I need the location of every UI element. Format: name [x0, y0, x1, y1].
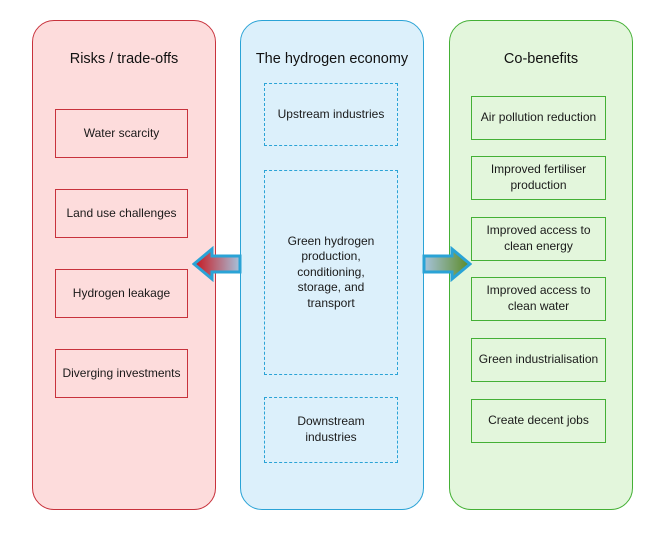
risk-water-scarcity: Water scarcity	[55, 109, 188, 158]
benefits-title: Co-benefits	[503, 51, 579, 67]
benefit-air-pollution: Air pollution reduction	[471, 96, 606, 140]
green-hydrogen-box: Green hydrogen production, conditioning,…	[264, 170, 398, 375]
upstream-industries-box: Upstream industries	[264, 83, 398, 146]
risks-title: Risks / trade-offs	[69, 51, 179, 67]
benefit-clean-energy: Improved access to clean energy	[471, 217, 606, 261]
arrow-to-benefits-icon	[422, 246, 472, 282]
benefit-fertiliser: Improved fertiliser production	[471, 156, 606, 200]
risk-diverging-investments: Diverging investments	[55, 349, 188, 398]
hydrogen-title: The hydrogen economy	[255, 51, 409, 67]
risks-panel: Risks / trade-offs Water scarcity Land u…	[32, 20, 216, 510]
co-benefits-panel: Co-benefits Air pollution reduction Impr…	[449, 20, 633, 510]
risk-land-use: Land use challenges	[55, 189, 188, 238]
benefit-decent-jobs: Create decent jobs	[471, 399, 606, 443]
benefit-green-industrialisation: Green industrialisation	[471, 338, 606, 382]
risk-hydrogen-leakage: Hydrogen leakage	[55, 269, 188, 318]
benefit-clean-water: Improved access to clean water	[471, 277, 606, 321]
downstream-industries-box: Downstream industries	[264, 397, 398, 463]
arrow-to-risks-icon	[192, 246, 242, 282]
hydrogen-economy-panel: The hydrogen economy Upstream industries…	[240, 20, 424, 510]
